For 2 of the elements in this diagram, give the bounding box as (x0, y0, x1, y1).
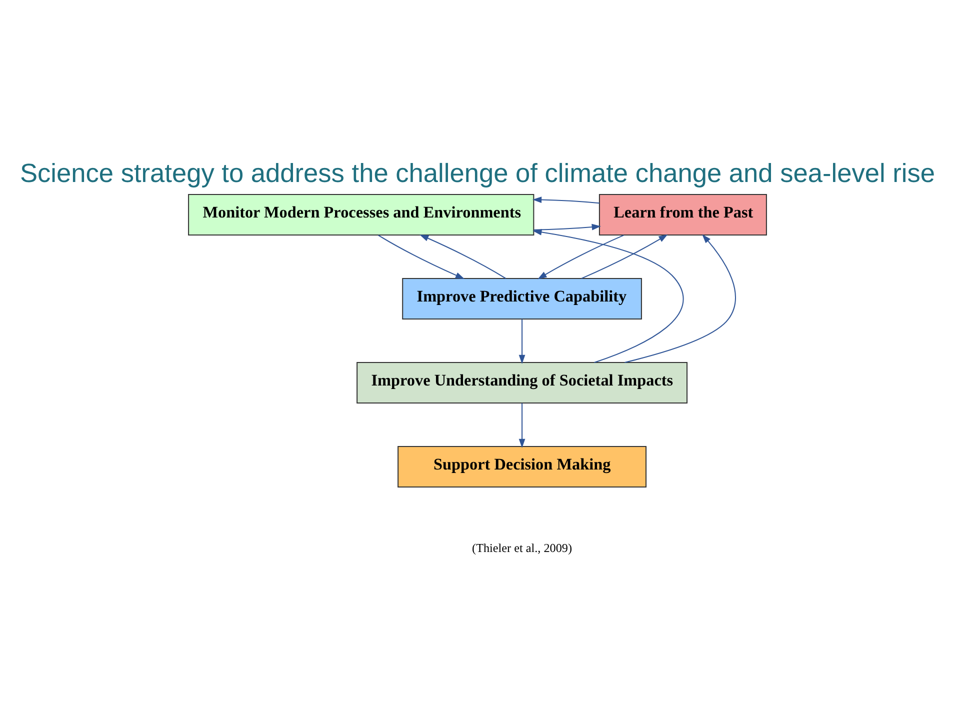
diagram-title: Science strategy to address the challenge of climate change and sea-level rise (20, 158, 936, 188)
caption: (Thieler et al., 2009) (472, 540, 572, 554)
